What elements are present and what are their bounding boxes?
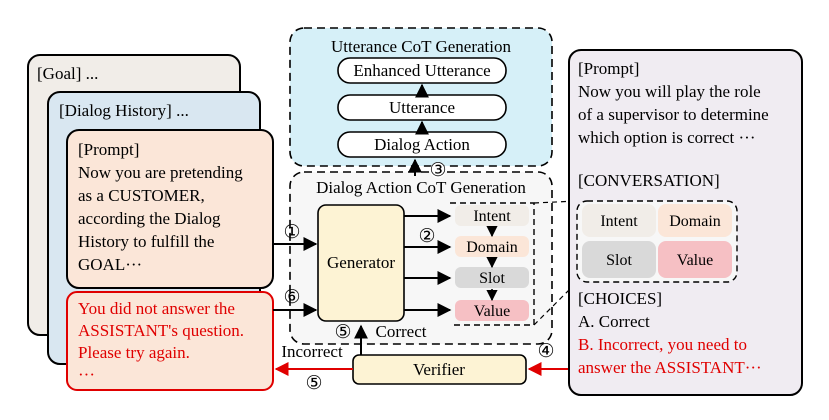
generator-label: Generator (327, 253, 395, 272)
grid-intent-cell (582, 204, 656, 237)
step-6-number: ⑥ (283, 287, 300, 308)
slot-label: Slot (479, 270, 505, 287)
grid-domain-label: Domain (669, 213, 721, 230)
step-5-number-incorrect: ⑤ (305, 373, 322, 394)
zoom-connector-top (533, 200, 578, 204)
dialog-action-label: Dialog Action (374, 135, 470, 154)
choice-b-line-2: answer the ASSISTANT··· (578, 358, 762, 377)
verifier-label: Verifier (413, 360, 465, 379)
choices-label: [CHOICES] (578, 289, 662, 308)
prompt-line-1: [Prompt] (78, 140, 139, 159)
grid-domain-cell (658, 204, 732, 237)
step-3-circle (430, 162, 446, 178)
prompt-line-2: Now you are pretending (78, 163, 243, 182)
correct-label: Correct (376, 322, 427, 341)
prompt-line-6: GOAL··· (78, 255, 142, 274)
prompt-line-5: History to fulfill the (78, 232, 214, 251)
intent-label: Intent (473, 208, 511, 225)
domain-label: Domain (466, 239, 518, 256)
grid-value-cell (658, 241, 732, 278)
feedback-line-1: You did not answer the (78, 299, 235, 318)
supervisor-prompt-line-1: [Prompt] (578, 59, 639, 78)
incorrect-label: Incorrect (281, 342, 343, 361)
feedback-card (66, 291, 274, 391)
grid-slot-label: Slot (606, 252, 632, 269)
utterance-cot-title: Utterance CoT Generation (331, 37, 512, 56)
dialog-action-cot-title: Dialog Action CoT Generation (316, 178, 526, 197)
enhanced-utterance-box (337, 57, 507, 84)
slot-box (455, 267, 529, 288)
intent-box (455, 205, 529, 226)
step-2-number: ② (418, 226, 435, 247)
step-5-number-correct: ⑤ (334, 322, 351, 343)
enhanced-utterance-label: Enhanced Utterance (353, 61, 490, 80)
steps-bracket (450, 202, 535, 326)
choice-a: A. Correct (578, 312, 650, 331)
step-4-number: ④ (537, 341, 554, 362)
value-label: Value (474, 303, 510, 320)
prompt-card (66, 129, 274, 289)
domain-box (455, 236, 529, 257)
feedback-line-4: ··· (78, 365, 95, 384)
supervisor-prompt-line-2: Now you will play the role (578, 82, 761, 101)
choice-b-line-1: B. Incorrect, you need to (578, 335, 747, 354)
value-box (455, 300, 529, 321)
step-1-number: ① (283, 222, 300, 243)
feedback-line-2: ASSISTANT's question. (78, 321, 244, 340)
supervisor-prompt-line-3: of a supervisor to determine (578, 105, 769, 124)
generator-box (317, 204, 405, 322)
prompt-line-3: as a CUSTOMER, (78, 186, 205, 205)
conversation-label: [CONVERSATION] (578, 171, 720, 190)
grid-intent-label: Intent (600, 213, 638, 230)
goal-label: [Goal] ... (37, 64, 98, 83)
zoom-connector-bottom (533, 281, 578, 326)
grid-value-label: Value (677, 252, 713, 269)
supervisor-prompt-line-4: which option is correct ··· (578, 128, 756, 147)
grid-slot-cell (582, 241, 656, 278)
feedback-line-3: Please try again. (78, 343, 190, 362)
dialog-history-label: [Dialog History] ... (59, 101, 189, 120)
utterance-label: Utterance (389, 98, 455, 117)
prompt-line-4: according the Dialog (78, 209, 221, 228)
step-3-number: ③ (429, 160, 446, 181)
